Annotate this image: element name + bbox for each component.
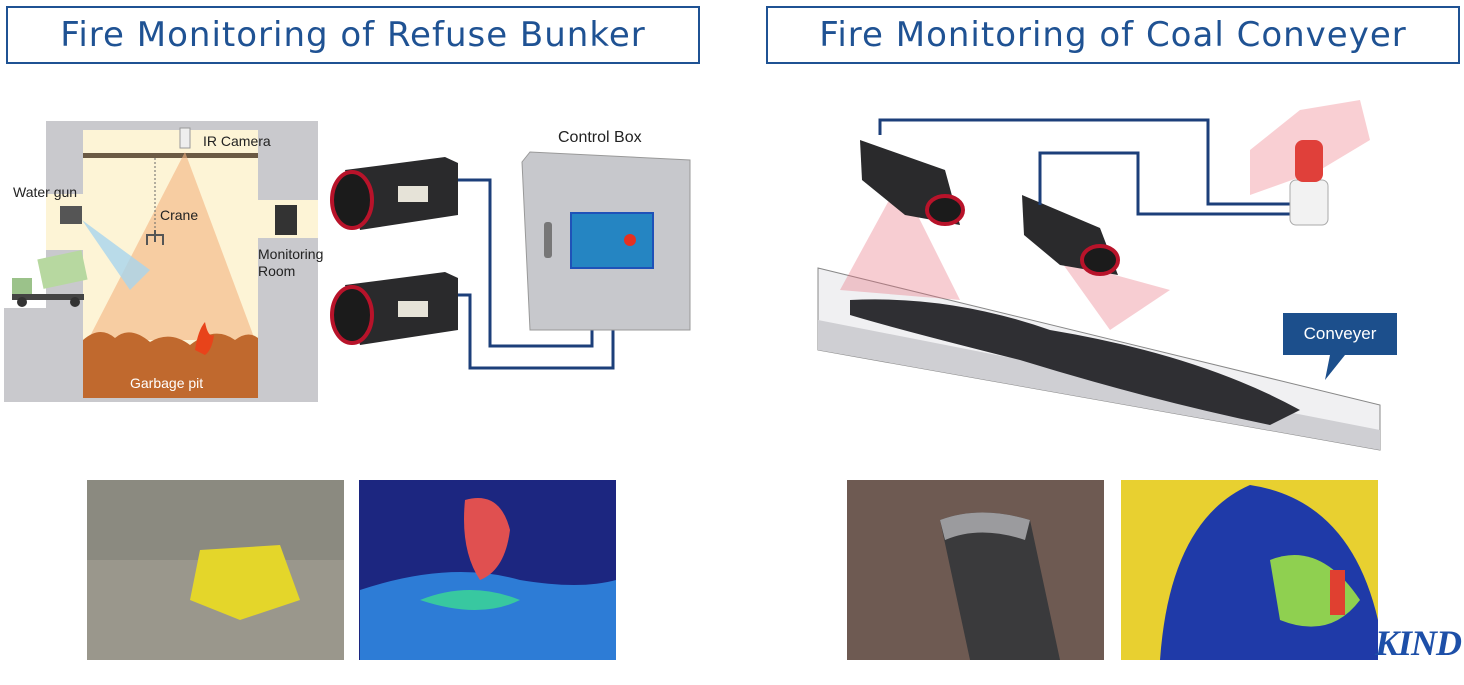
ir-camera-label: IR Camera [203,133,271,149]
monitoring-panel-icon [275,205,297,235]
alarm-beacon-icon [1250,100,1370,226]
monitoring-room-label: Monitoring Room [258,246,324,279]
crane-icon [146,230,164,245]
ir-camera-2 [330,272,458,345]
ir-camera-icon [179,127,191,149]
coal-conveyer-title: Fire Monitoring of Coal Conveyer [766,6,1460,64]
cables-left [458,178,615,370]
photo-garbage-crane [87,480,344,660]
ir-camera-1 [330,157,458,230]
control-box-label: Control Box [558,129,642,146]
water-gun-icon [60,206,82,224]
water-gun-label: Water gun [13,184,78,200]
crane-label: Crane [160,207,199,223]
ir-camera-3 [860,140,965,226]
fire-icon [195,322,214,355]
ir-camera-4 [1022,195,1120,276]
thermal-image-conveyer [1121,480,1378,660]
conveyer-label: Conveyer [1283,313,1397,355]
conveyer-diagram [817,100,1381,451]
refuse-bunker-title: Fire Monitoring of Refuse Bunker [6,6,700,64]
photo-coal-conveyer [847,480,1104,660]
bunker-diagram [4,121,318,402]
garbage-pit-label: Garbage pit [130,375,204,391]
kind-logo: KIND [1375,623,1462,663]
garbage-pit [83,331,258,398]
thermal-image-bunker [359,480,616,660]
control-box [521,151,691,331]
truck-icon [12,250,88,307]
